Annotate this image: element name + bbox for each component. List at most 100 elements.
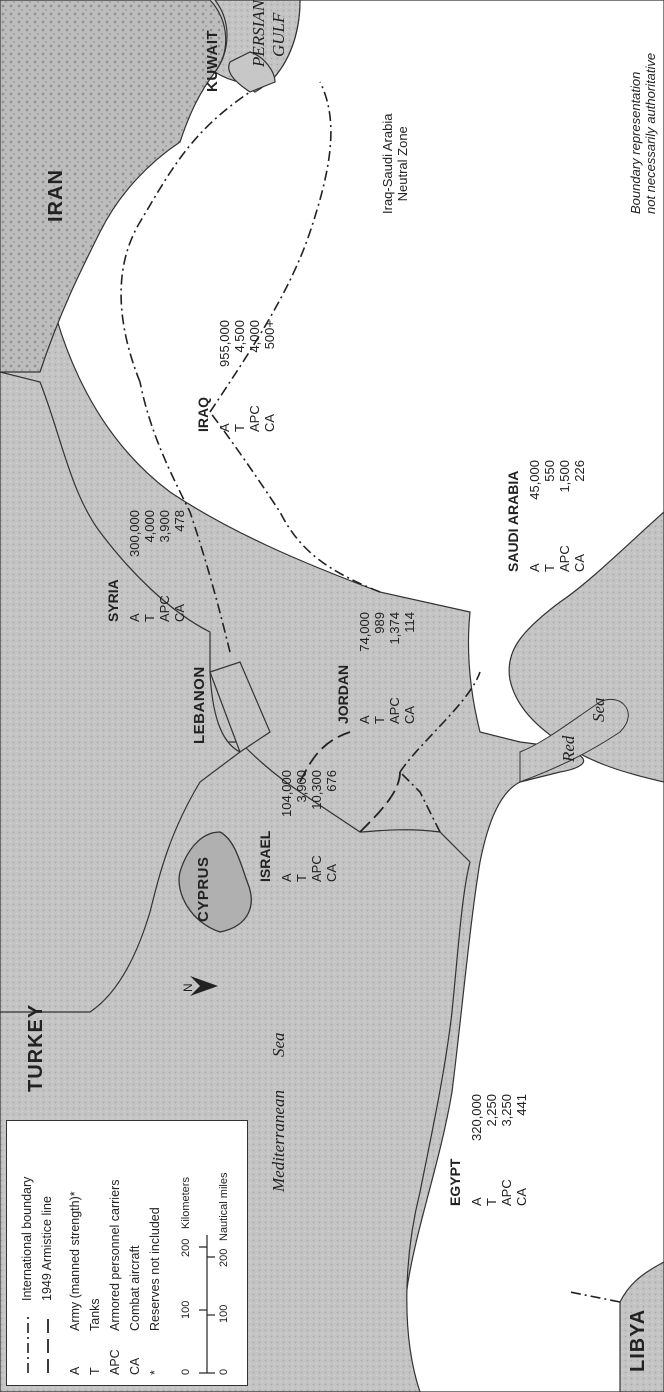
legend-key: * bbox=[148, 1370, 162, 1375]
label-turkey: TURKEY bbox=[25, 1003, 47, 1092]
stat-value: 500+ bbox=[262, 320, 277, 350]
armistice-line-1 bbox=[299, 731, 351, 783]
label-iran: IRAN bbox=[45, 169, 67, 222]
stats-row: T 2,250 bbox=[484, 1094, 499, 1206]
scale-nm-200: 200 bbox=[218, 1248, 230, 1267]
boundary-iraq-iran bbox=[120, 91, 251, 383]
boundary-iraq-saudi bbox=[209, 81, 332, 413]
stat-key: T bbox=[142, 614, 157, 622]
label-cyprus: CYPRUS bbox=[195, 856, 212, 922]
stat-key: A bbox=[279, 873, 294, 882]
stat-value: 226 bbox=[572, 460, 587, 482]
stats-row: CA 114 bbox=[402, 612, 417, 724]
stat-value: 3,900 bbox=[294, 770, 309, 803]
north-arrow-icon bbox=[190, 976, 218, 996]
stat-key: A bbox=[127, 613, 142, 622]
stat-value: 1,500 bbox=[557, 460, 572, 493]
stats-row: A 104,000 bbox=[279, 770, 294, 882]
stat-key: T bbox=[294, 874, 309, 882]
stat-key: APC bbox=[247, 405, 262, 432]
stats-row: A 320,000 bbox=[469, 1094, 484, 1206]
stats-row: T 3,900 bbox=[294, 770, 309, 882]
stats-jordan-title: JORDAN bbox=[335, 664, 351, 724]
stat-key: APC bbox=[499, 1179, 514, 1206]
armistice-line-2 bbox=[359, 771, 401, 833]
stat-key: A bbox=[217, 423, 232, 432]
stats-row: APC 4,000 bbox=[247, 320, 262, 432]
label-mediterranean: Mediterranean bbox=[269, 1090, 288, 1192]
scale-km-100: 100 bbox=[180, 1300, 192, 1319]
boundary-syria-turkey bbox=[139, 381, 231, 653]
boundary-syria-iraq bbox=[209, 411, 381, 593]
boundary-note-line2: not necessarily authoritative bbox=[643, 52, 658, 214]
stat-value: 10,300 bbox=[309, 770, 324, 810]
stat-key: CA bbox=[324, 863, 339, 882]
legend-item-label: Tanks bbox=[88, 1298, 102, 1331]
legend-key: T bbox=[88, 1367, 102, 1375]
stats-saudi-arabia-title: SAUDI ARABIA bbox=[505, 470, 521, 572]
stat-value: 441 bbox=[514, 1094, 529, 1116]
map-legend: International boundary 1949 Armistice li… bbox=[6, 1120, 248, 1386]
international-boundaries bbox=[120, 81, 621, 1303]
stats-syria-title: SYRIA bbox=[105, 579, 121, 622]
scale-km-unit: Kilometers bbox=[180, 1177, 192, 1229]
stat-key: T bbox=[484, 1198, 499, 1206]
stat-value: 478 bbox=[172, 510, 187, 532]
stat-value: 4,000 bbox=[247, 320, 262, 353]
label-gulf: GULF bbox=[269, 12, 288, 57]
stat-value: 114 bbox=[402, 612, 417, 633]
stat-key: T bbox=[372, 716, 387, 724]
stat-key: A bbox=[469, 1197, 484, 1206]
kuwait-land bbox=[228, 51, 276, 93]
scale-nm-unit: Nautical miles bbox=[218, 1172, 230, 1241]
label-persian: PERSIAN bbox=[249, 0, 268, 67]
gulf-of-suez bbox=[519, 698, 629, 783]
stat-key: APC bbox=[157, 595, 172, 622]
stats-row: APC 10,300 bbox=[309, 770, 324, 882]
stat-value: 320,000 bbox=[469, 1094, 484, 1141]
legend-item-label: Reserves not included bbox=[148, 1207, 162, 1331]
stat-value: 989 bbox=[372, 612, 387, 634]
stat-value: 4,000 bbox=[142, 510, 157, 543]
scale-km-200: 200 bbox=[180, 1238, 192, 1257]
stat-key: CA bbox=[402, 705, 417, 724]
dash-dot-line-icon bbox=[22, 1301, 32, 1375]
boundary-libya-egypt bbox=[569, 1291, 621, 1303]
legend-key: CA bbox=[128, 1357, 142, 1375]
legend-item-label: Army (manned strength)* bbox=[68, 1191, 82, 1331]
cyprus-island bbox=[178, 831, 252, 933]
boundary-note-line1: Boundary representation bbox=[628, 71, 643, 214]
label-libya: LIBYA bbox=[627, 1308, 649, 1372]
stat-key: CA bbox=[572, 553, 587, 572]
stat-value: 2,250 bbox=[484, 1094, 499, 1127]
north-arrow-label: N bbox=[181, 983, 195, 992]
legend-item-label: Armored personnel carriers bbox=[108, 1179, 122, 1331]
boundary-egypt-israel bbox=[399, 771, 441, 833]
stat-key: APC bbox=[309, 855, 324, 882]
stats-egypt-title: EGYPT bbox=[447, 1158, 463, 1206]
boundary-note: Boundary representation not necessarily … bbox=[628, 53, 658, 214]
turkey-land bbox=[0, 371, 242, 1013]
scale-bar: 0 100 200 Kilometers 0 100 200 Nautical … bbox=[177, 1129, 239, 1375]
boundary-jordan-saudi bbox=[399, 671, 481, 773]
scale-km-0: 0 bbox=[180, 1368, 192, 1375]
label-red: Red bbox=[559, 735, 578, 762]
neutral-zone-label: Iraq-Saudi Arabia Neutral Zone bbox=[380, 114, 410, 214]
stat-value: 104,000 bbox=[279, 770, 294, 817]
stat-value: 4,500 bbox=[232, 320, 247, 353]
stat-value: 955,000 bbox=[217, 320, 232, 367]
